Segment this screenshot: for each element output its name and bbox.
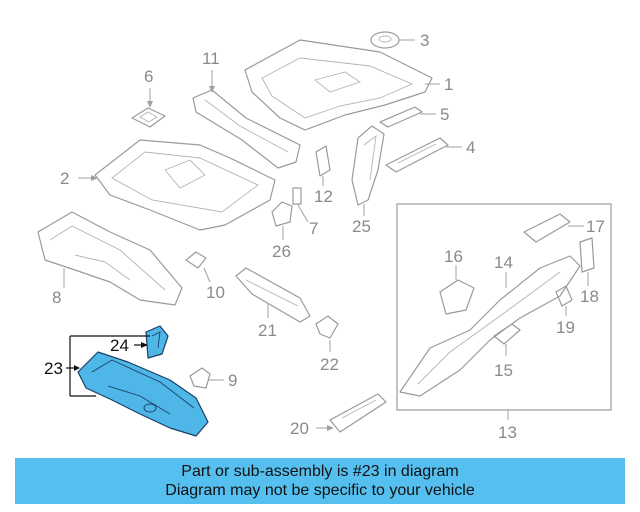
part-25-pillar[interactable] [351, 125, 385, 216]
callout-3: 3 [420, 31, 429, 50]
callout-13: 13 [498, 423, 517, 442]
info-banner: Part or sub-assembly is #23 in diagram D… [15, 458, 625, 504]
callout-16: 16 [444, 247, 463, 266]
part-10-bracket[interactable] [185, 251, 211, 283]
callout-7: 7 [309, 219, 318, 238]
part-23-highlighted-assembly[interactable] [77, 351, 209, 437]
callout-12: 12 [314, 187, 333, 206]
callout-17: 17 [586, 217, 605, 236]
exploded-parts-diagram: 3 1 11 6 5 [37, 31, 612, 442]
leader-23 [69, 335, 150, 397]
part-22-bracket[interactable] [315, 315, 339, 352]
banner-line-1: Part or sub-assembly is #23 in diagram [181, 463, 459, 480]
part-6-plug[interactable] [131, 88, 166, 128]
callout-2: 2 [60, 169, 69, 188]
part-1-rear-floor-pan[interactable] [244, 39, 440, 131]
part-8-rear-panel[interactable] [37, 211, 183, 306]
part-7-clip[interactable] [292, 187, 309, 223]
part-19-clip[interactable] [555, 285, 573, 316]
part-18-plate[interactable] [579, 237, 595, 286]
callout-9: 9 [228, 371, 237, 390]
subassembly-inset-box [396, 203, 612, 411]
part-9-bracket[interactable] [189, 367, 224, 389]
part-17-bracket[interactable] [523, 213, 584, 243]
part-26-bracket[interactable] [271, 201, 293, 240]
part-21-rail[interactable] [235, 267, 311, 323]
callout-5: 5 [440, 105, 449, 124]
callout-1: 1 [444, 75, 453, 94]
part-3-plug[interactable] [370, 31, 415, 49]
callout-26: 26 [272, 242, 291, 261]
callout-10: 10 [206, 283, 225, 302]
callout-11: 11 [202, 49, 220, 68]
part-4-rail[interactable] [385, 137, 462, 173]
part-2-floor-panel[interactable] [78, 139, 276, 231]
callout-18: 18 [580, 287, 599, 306]
part-11-crossmember[interactable] [192, 70, 301, 169]
callout-25: 25 [352, 217, 371, 236]
part-15-bracket[interactable] [493, 323, 521, 356]
callout-14: 14 [494, 253, 513, 272]
part-12-clip[interactable] [315, 145, 331, 186]
part-24-highlighted-bracket[interactable] [145, 325, 169, 359]
callout-8: 8 [52, 288, 61, 307]
callout-15: 15 [494, 361, 513, 380]
part-16-bracket[interactable] [439, 265, 475, 315]
part-5-bracket[interactable] [379, 106, 436, 128]
banner-line-2: Diagram may not be specific to your vehi… [165, 482, 475, 499]
callout-24: 24 [110, 336, 129, 355]
callout-21: 21 [258, 321, 277, 340]
part-14-rail-assembly[interactable] [399, 255, 581, 397]
callout-19: 19 [556, 318, 575, 337]
callout-22: 22 [320, 355, 339, 374]
callout-20: 20 [290, 419, 309, 438]
part-20-rail[interactable] [316, 393, 387, 433]
callout-23: 23 [44, 359, 63, 378]
callout-6: 6 [144, 67, 153, 86]
callout-4: 4 [466, 138, 475, 157]
